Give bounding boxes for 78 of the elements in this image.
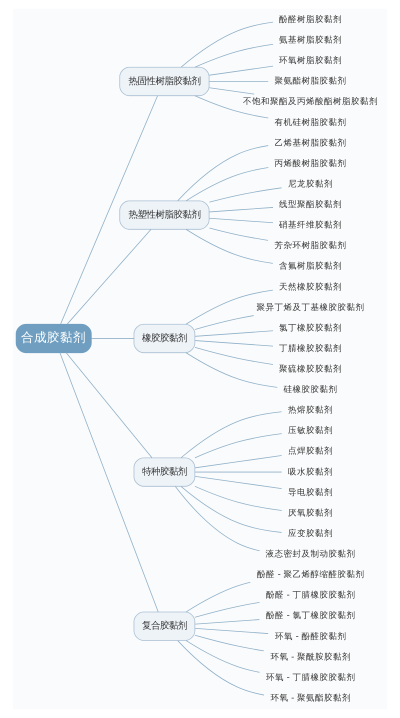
node-box: 热固性树脂胶黏剂	[119, 66, 210, 96]
node-text: 酚醛 - 丁腈橡胶胶黏剂	[266, 590, 356, 601]
connector	[194, 347, 274, 365]
node-text: 压敏胶黏剂	[288, 426, 334, 436]
connector	[194, 44, 274, 68]
node-text: 尼龙胶黏剂	[288, 179, 334, 190]
node-text: 氨基树脂胶黏剂	[279, 36, 342, 46]
node-text: 有机硅树脂胶黏剂	[274, 118, 347, 128]
node-box: 特种胶黏剂	[134, 457, 196, 487]
connector	[60, 95, 158, 324]
node-text: 环氧 - 酚醛胶黏剂	[274, 632, 347, 642]
connector	[209, 218, 274, 224]
node-text: 天然橡胶胶黏剂	[279, 282, 342, 292]
connector	[194, 455, 282, 468]
node-text: 聚异丁烯及丁基橡胶胶黏剂	[256, 302, 365, 313]
connector	[177, 145, 269, 202]
node-text: 厌氧胶黏剂	[288, 508, 334, 518]
connector	[194, 340, 274, 346]
connector	[60, 352, 159, 612]
node-box: 橡胶胶黏剂	[134, 324, 196, 354]
connector	[209, 87, 255, 94]
node-text: 线型聚酯胶黏剂	[279, 200, 342, 210]
connector	[186, 640, 260, 673]
node-text: 点焊胶黏剂	[288, 446, 334, 457]
connector	[180, 486, 282, 533]
node-text: 丙烯酸树脂胶黏剂	[274, 158, 347, 169]
connector	[194, 634, 264, 652]
node-text: 含氟树脂胶黏剂	[279, 262, 342, 272]
connector	[194, 315, 254, 330]
connector	[194, 95, 269, 118]
node-text: 热熔胶黏剂	[288, 406, 334, 416]
connector	[186, 290, 274, 325]
node-text: 导电胶黏剂	[288, 488, 334, 498]
connector	[180, 411, 282, 458]
node-text: 液态密封及制动胶黏剂	[266, 550, 356, 560]
node-text: 不饱和聚酯及丙烯酸酯树脂胶黏剂	[243, 97, 378, 108]
connector	[180, 22, 274, 68]
connector	[177, 640, 264, 696]
connector	[186, 352, 278, 388]
connector	[194, 486, 282, 511]
node-text: 硅橡胶胶黏剂	[284, 385, 338, 396]
node-text: 芳杂环树脂胶黏剂	[274, 241, 347, 252]
node-text: 酚醛 - 氯丁橡胶胶黏剂	[266, 611, 356, 622]
connector	[194, 602, 260, 618]
connector	[209, 66, 274, 76]
connector	[91, 338, 134, 339]
connector	[186, 229, 274, 264]
node-box: 热塑性树脂胶黏剂	[119, 200, 210, 230]
connector	[66, 352, 152, 458]
connector	[209, 207, 274, 212]
connector	[209, 228, 268, 241]
node-text: 环氧 - 丁腈橡胶胶黏剂	[266, 672, 356, 683]
node-text: 硝基纤维胶黏剂	[279, 220, 342, 231]
node-text: 酚醛 - 聚乙烯醇缩醛胶黏剂	[256, 570, 365, 580]
node-text: 聚氨酯树脂胶黏剂	[274, 76, 347, 87]
connector	[194, 433, 282, 458]
node-box: 合成胶黏剂	[16, 324, 92, 354]
connector	[209, 81, 269, 82]
node-text: 吸水胶黏剂	[288, 467, 334, 478]
node-text: 丁腈橡胶胶黏剂	[279, 344, 342, 354]
node-text: 环氧 - 聚酰胺胶黏剂	[270, 652, 352, 662]
node-text: 乙烯基树脂胶黏剂	[274, 138, 347, 148]
connector	[209, 187, 282, 203]
connector	[186, 167, 269, 202]
connector	[174, 486, 260, 552]
node-text: 环氧 - 聚氨酯胶黏剂	[270, 693, 352, 704]
node-text: 氯丁橡胶胶黏剂	[279, 323, 342, 334]
connector	[194, 476, 282, 490]
connector	[194, 628, 269, 634]
node-text: 酚醛树脂胶黏剂	[279, 15, 342, 26]
node-text: 聚硫橡胶胶黏剂	[279, 364, 342, 374]
connector	[194, 619, 260, 625]
connector	[66, 229, 152, 324]
node-text: 应变胶黏剂	[288, 528, 334, 539]
node-text: 环氧树脂胶黏剂	[279, 56, 342, 66]
connector	[194, 330, 274, 337]
node-box: 复合胶黏剂	[134, 612, 196, 641]
connector	[186, 582, 251, 612]
